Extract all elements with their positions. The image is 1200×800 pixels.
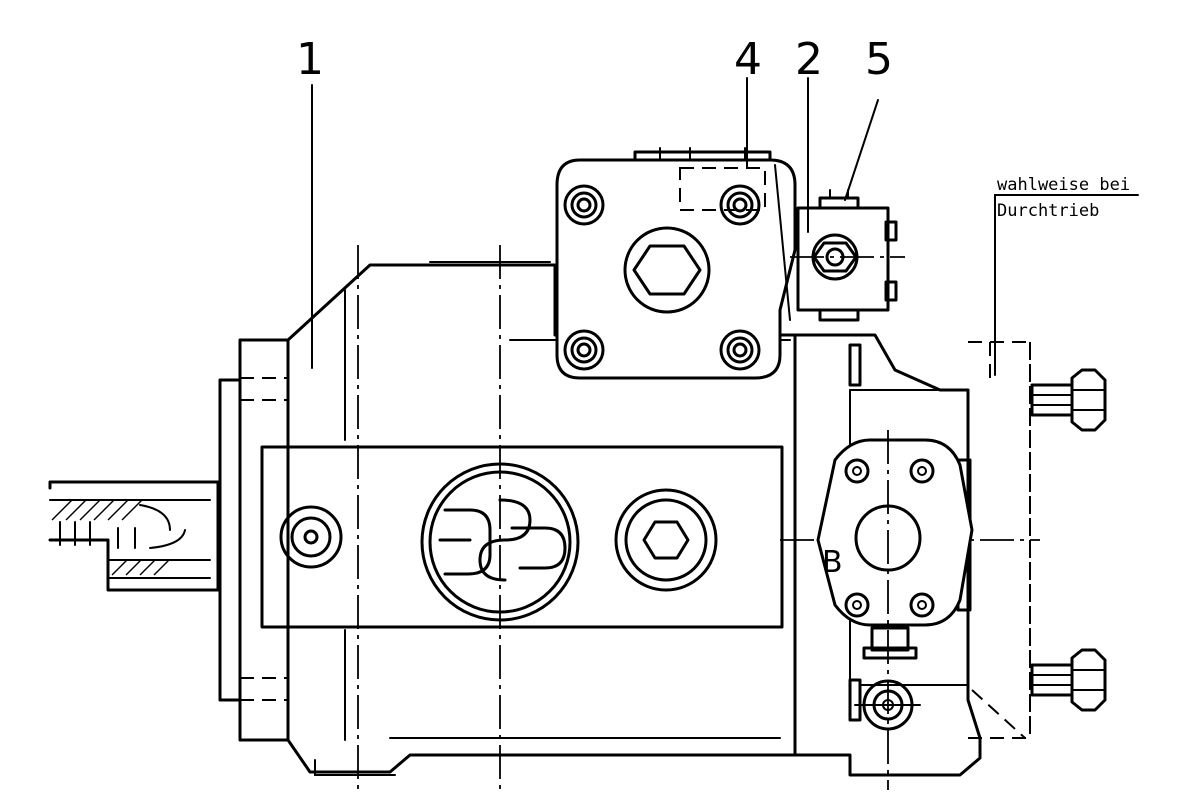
drain-plug-hex [642,520,690,560]
callout-2: 2 [795,34,823,85]
port-b-flange: B [816,438,974,627]
callout-1: 1 [296,34,324,85]
note-line-2: Durchtrieb [997,201,1099,221]
port-b-bolt-3 [844,592,870,618]
through-drive-bolt-lower [1030,648,1107,712]
logo-circle-inner [428,470,572,614]
port-b-bolt-4 [909,592,935,618]
lower-fitting [854,626,921,731]
nameplate-band [260,445,784,629]
shaft-hatching [51,499,170,576]
valve-bolt-top-left [563,184,605,226]
callout-5: 5 [865,34,893,85]
leader-note [994,194,1139,376]
valve-bolt-bottom-right [719,329,761,371]
valve-center-plug [623,226,711,314]
optional-through-drive [968,341,1031,739]
port-b-bolt-2 [909,458,935,484]
through-drive-bolt-upper [1030,368,1107,432]
port-b-label: B [822,545,843,580]
leader-lines [311,77,1139,376]
logo-mark [438,498,567,582]
mounting-flange [218,338,290,742]
valve-bolt-top-right [719,184,761,226]
drive-shaft [48,480,220,592]
drain-plug-outer [614,488,718,592]
note-line-1: wahlweise bei [997,175,1130,195]
port-block [790,189,905,322]
control-valve-plate [555,147,797,380]
callout-4: 4 [734,34,762,85]
valve-bolt-bottom-left [563,329,605,371]
leader-5 [844,99,879,201]
port-b-bolt-1 [844,458,870,484]
